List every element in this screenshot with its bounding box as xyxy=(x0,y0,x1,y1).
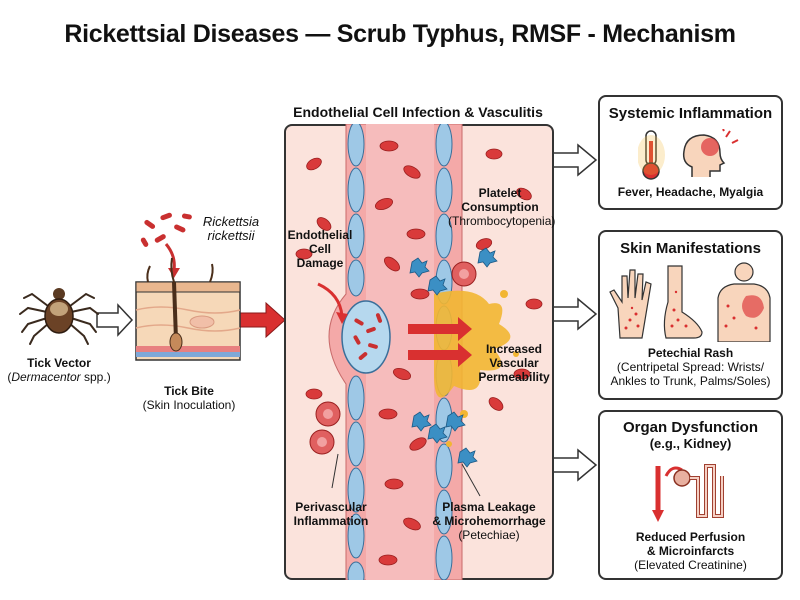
platelet-consumption-label: Platelet Consumption (Thrombocytopenia) xyxy=(448,186,556,228)
infected-endothelial-cell xyxy=(341,300,391,374)
rickettsia-label: Rickettsia rickettsii xyxy=(202,214,260,243)
torso-rash-icon xyxy=(717,262,771,342)
headache-icon xyxy=(682,129,739,177)
plasma-leakage-label: Plasma Leakage & Microhemorrhage (Petech… xyxy=(432,500,546,542)
tick-vector-heading: Tick Vector xyxy=(27,356,91,370)
red-blood-cells xyxy=(295,140,543,566)
page-title: Rickettsial Diseases — Scrub Typhus, RMS… xyxy=(64,20,736,48)
organ-heading: Organ Dysfunction (e.g., Kidney) xyxy=(622,419,758,452)
tick-bite-label: Tick Bite (Skin Inoculation) xyxy=(128,384,250,412)
nephron-icon xyxy=(652,464,724,522)
systemic-heading: Systemic Inflammation xyxy=(608,105,773,122)
skin-illustration xyxy=(135,212,241,361)
skin-heading: Skin Manifestations xyxy=(620,240,761,257)
arrow-center-to-skin xyxy=(551,297,598,331)
skin-manifestations-box: Skin Manifestations Petechial Rash (Cent… xyxy=(598,230,783,400)
hand-rash-icon xyxy=(609,269,652,339)
rickettsia-bacteria xyxy=(140,212,192,247)
intracellular-rickettsia xyxy=(353,313,383,360)
thermometer-icon xyxy=(638,130,665,180)
tick-bite-subtext: (Skin Inoculation) xyxy=(142,398,236,412)
endothelial-damage-label: Endothelial Cell Damage xyxy=(287,228,353,270)
permeability-arrows xyxy=(408,317,472,367)
vessel-illustration xyxy=(295,124,543,580)
perivascular-label: Perivascular Inflammation xyxy=(293,500,369,528)
systemic-inflammation-box: Systemic Inflammation Fever, Headache, M… xyxy=(598,95,783,210)
arrow-tick-to-bite xyxy=(96,303,134,337)
arrow-center-to-systemic xyxy=(551,143,598,177)
organ-dysfunction-box: Organ Dysfunction (e.g., Kidney) Reduced… xyxy=(598,410,783,580)
tick-vector-species: (Dermacentor spp.) xyxy=(7,370,111,384)
tick-bite-heading: Tick Bite xyxy=(164,384,214,398)
arrow-bite-to-center xyxy=(239,301,286,339)
skin-caption: Petechial Rash (Centripetal Spread: Wris… xyxy=(610,346,771,388)
organ-caption: Reduced Perfusion & Microinfarcts (Eleva… xyxy=(634,530,747,572)
plasma-leak xyxy=(434,290,511,398)
platelets xyxy=(409,247,498,468)
arrow-center-to-organ xyxy=(551,448,598,482)
tick-illustration xyxy=(19,288,99,345)
tick-vector-label: Tick Vector (Dermacentor spp.) xyxy=(0,356,118,384)
center-heading: Endothelial Cell Infection & Vasculitis xyxy=(293,104,543,120)
foot-rash-icon xyxy=(663,265,703,339)
systemic-caption: Fever, Headache, Myalgia xyxy=(617,185,764,199)
permeability-label: Increased Vascular Permeability xyxy=(478,342,550,384)
